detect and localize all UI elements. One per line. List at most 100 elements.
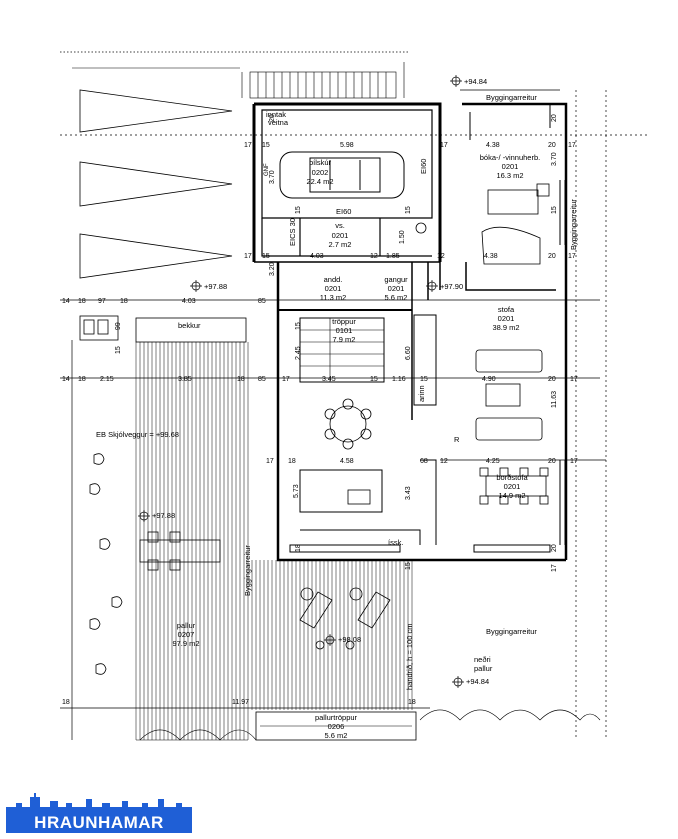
room-vs-code: 0201	[332, 231, 349, 240]
room-andd-code: 0201	[325, 284, 342, 293]
label-inntak: inntak	[266, 110, 286, 119]
hraunhamar-logo: HRAUNHAMAR	[6, 793, 192, 833]
dimension-label: 15	[420, 376, 428, 383]
dimension-label: 4.58	[340, 458, 354, 465]
dimension-label: 18	[408, 699, 416, 706]
dimension-label: 97	[98, 298, 106, 305]
dimension-labels: 17 15 5.98 17 4.38 20 17 17 15 4.03 12 1…	[62, 114, 578, 706]
room-stofa-code: 0201	[498, 314, 515, 323]
dimension-label: 1.50	[399, 230, 406, 244]
room-pallurtroppur-code: 0206	[328, 722, 345, 731]
room-bilskur-code: 0202	[312, 168, 329, 177]
dimension-label: 4.25	[486, 458, 500, 465]
room-pallur-name: pallur	[177, 621, 196, 630]
room-andd-name: andd.	[324, 275, 343, 284]
dimension-label: 20	[548, 376, 556, 383]
dimension-label: 3.20	[269, 262, 276, 276]
shrubs	[89, 453, 123, 675]
car-icon	[279, 151, 405, 199]
deck-south	[251, 560, 417, 741]
dimension-label: 85	[258, 298, 266, 305]
label-ei60-b: EI60	[336, 207, 351, 216]
label-byggingarreitur-bottom: Byggingarreitur	[486, 627, 537, 636]
dimension-label: 15	[295, 206, 302, 214]
label-byggingarreitur-right: Byggingarreitur	[569, 199, 578, 250]
dimension-label: 3.43	[405, 486, 412, 500]
entry-steps	[241, 62, 405, 99]
dimension-label: 17	[282, 376, 290, 383]
label-byggingarreitur-mid: Byggingarreitur	[243, 545, 252, 596]
room-bordstofa-name: borðstofa	[496, 473, 528, 482]
level-4: +97.88	[152, 511, 175, 520]
label-arinn: arinn	[417, 385, 426, 402]
label-nedri: neðri	[474, 655, 491, 664]
dimension-label: 12	[370, 253, 378, 260]
dimension-label: 12	[437, 253, 445, 260]
dimension-label: 5.98	[340, 142, 354, 149]
level-labels: +94.84 +97.88 +97.90 +97.88 +98.08 +94.8…	[152, 77, 489, 686]
dimension-label: 14	[62, 376, 70, 383]
level-markers	[138, 75, 464, 688]
dimension-label: 1.16	[392, 376, 406, 383]
room-troppur-code: 0101	[336, 326, 353, 335]
dimension-label: 15	[551, 206, 558, 214]
dimension-label: 20	[548, 458, 556, 465]
walls	[252, 102, 568, 562]
room-troppur-area: 7.9 m2	[333, 335, 356, 344]
label-veitna: veitna	[268, 118, 289, 127]
label-r: R	[454, 435, 460, 444]
room-pallur-area: 97.9 m2	[172, 639, 199, 648]
dimension-label: 3.85	[178, 376, 192, 383]
room-pallurtroppur-name: pallurtröppur	[315, 713, 358, 722]
dimension-label: 4.03	[310, 253, 324, 260]
label-eics30: EICS 30	[288, 218, 297, 246]
label-handrid: handrið, h = 100 cm	[405, 623, 414, 690]
dimension-label: 99	[115, 322, 122, 330]
skyline-icon	[6, 793, 192, 813]
dimension-label: 17	[244, 253, 252, 260]
room-gangur-name: gangur	[384, 275, 408, 284]
dimension-label: 17	[551, 564, 558, 572]
room-andd-area: 11.3 m2	[320, 293, 347, 302]
dimension-label: 17	[570, 376, 578, 383]
dimension-label: 11.97	[232, 699, 249, 706]
level-5: +98.08	[338, 635, 361, 644]
label-issk: íssk.	[388, 538, 403, 547]
label-bekkur: bekkur	[178, 321, 201, 330]
dimension-label: 3.45	[322, 376, 336, 383]
dimension-label: 17	[244, 142, 252, 149]
dimension-label: 14	[62, 298, 70, 305]
dimension-label: 4.90	[482, 376, 496, 383]
dimension-label: 4.03	[182, 298, 196, 305]
room-gangur-area: 5.6 m2	[385, 293, 408, 302]
annotation-labels: inntak veitna bekkur Byggingarreitur Byg…	[96, 93, 578, 690]
dimension-label: 15	[262, 142, 270, 149]
room-vs-area: 2.7 m2	[329, 240, 352, 249]
logo-text: HRAUNHAMAR	[6, 812, 192, 833]
dimension-label: 18	[120, 298, 128, 305]
dimension-label: 2.15	[100, 376, 114, 383]
dimension-label: 18	[78, 376, 86, 383]
dimension-label: 15	[115, 346, 122, 354]
label-ei60-a: EI60	[419, 159, 428, 174]
room-labels: bílskúr 0202 22.4 m2 vs. 0201 2.7 m2 and…	[172, 153, 540, 740]
parking-markers	[79, 89, 233, 279]
dimension-label: 15	[405, 562, 412, 570]
room-troppur-name: tröppur	[332, 317, 356, 326]
dimension-label: 15	[370, 376, 378, 383]
dimension-label: 17	[440, 142, 448, 149]
dimension-label: 18	[288, 458, 296, 465]
floor-plan: bílskúr 0202 22.4 m2 vs. 0201 2.7 m2 and…	[60, 51, 648, 741]
dimension-label: 2.45	[295, 346, 302, 360]
dimension-label: 20	[548, 142, 556, 149]
room-bordstofa-area: 14.9 m2	[498, 491, 525, 500]
dimension-label: 68	[420, 458, 428, 465]
dimension-label: 4.38	[484, 253, 498, 260]
room-bilskur-name: bílskúr	[309, 158, 332, 167]
dimension-label: 1.85	[386, 253, 400, 260]
room-stofa-name: stofa	[498, 305, 515, 314]
dimension-label: 18	[295, 544, 302, 552]
label-nedri-pallur: pallur	[474, 664, 493, 673]
dimension-label: 3.70	[269, 170, 276, 184]
dimension-label: 17	[266, 458, 274, 465]
